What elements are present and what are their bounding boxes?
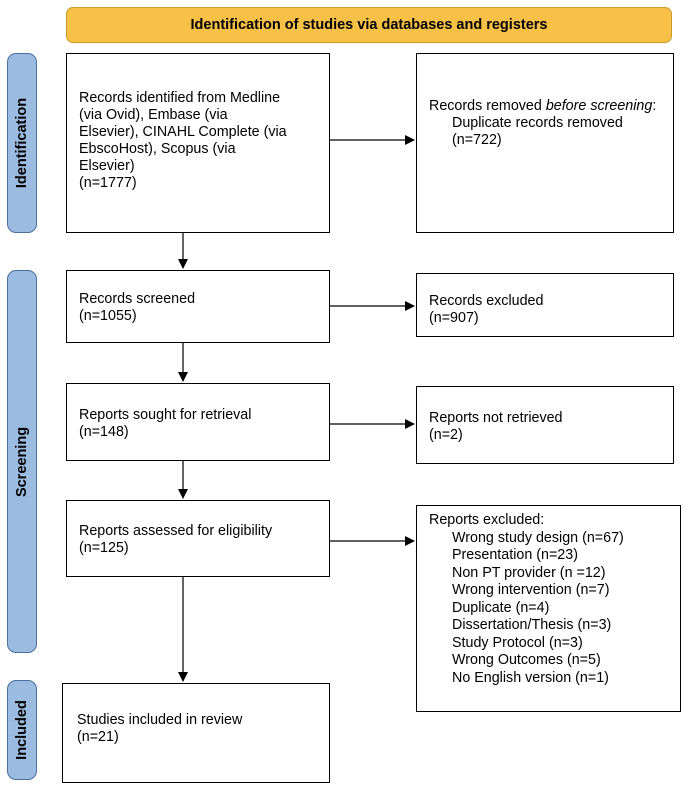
reports-assessed-count: (n=125) — [79, 540, 129, 556]
studies-included-box: Studies included in review (n=21) — [62, 683, 330, 783]
phase-included: Included — [7, 680, 37, 780]
reports-excluded-item: Non PT provider (n =12) — [452, 564, 606, 581]
records-identified-line: Elsevier) — [79, 158, 135, 174]
records-excluded-count: (n=907) — [429, 310, 479, 326]
records-removed-box: Records removed before screening: Duplic… — [416, 53, 674, 233]
records-excluded-box: Records excluded (n=907) — [416, 273, 674, 337]
header-banner: Identification of studies via databases … — [66, 7, 672, 43]
reports-not-retrieved-label: Reports not retrieved — [429, 410, 563, 426]
studies-included-count: (n=21) — [77, 729, 119, 745]
reports-not-retrieved-box: Reports not retrieved (n=2) — [416, 386, 674, 464]
records-identified-count: (n=1777) — [79, 175, 137, 191]
records-identified-box: Records identified from Medline (via Ovi… — [66, 53, 330, 233]
reports-sought-box: Reports sought for retrieval (n=148) — [66, 383, 330, 461]
phase-screening: Screening — [7, 270, 37, 653]
header-title: Identification of studies via databases … — [190, 17, 548, 33]
reports-sought-label: Reports sought for retrieval — [79, 407, 252, 423]
reports-excluded-item: Study Protocol (n=3) — [452, 634, 583, 651]
records-removed-count: (n=722) — [452, 132, 502, 148]
reports-excluded-item: No English version (n=1) — [452, 669, 609, 686]
records-excluded-label: Records excluded — [429, 293, 544, 309]
reports-assessed-label: Reports assessed for eligibility — [79, 523, 273, 539]
reports-excluded-title: Reports excluded: — [429, 512, 545, 528]
reports-not-retrieved-count: (n=2) — [429, 427, 463, 443]
records-screened-box: Records screened (n=1055) — [66, 270, 330, 343]
reports-excluded-item: Wrong intervention (n=7) — [452, 582, 610, 598]
records-identified-line: (via Ovid), Embase (via — [79, 107, 228, 123]
records-screened-label: Records screened — [79, 291, 196, 307]
phase-identification: Identification — [7, 53, 37, 233]
reports-excluded-item: Duplicate (n=4) — [452, 599, 550, 616]
reports-assessed-box: Reports assessed for eligibility (n=125) — [66, 500, 330, 577]
reports-excluded-item: Wrong study design (n=67) — [452, 529, 624, 546]
studies-included-label: Studies included in review — [77, 712, 243, 728]
records-identified-line: EbscoHost), Scopus (via — [79, 141, 236, 157]
reports-excluded-item: Wrong Outcomes (n=5) — [452, 652, 601, 668]
reports-excluded-item: Dissertation/Thesis (n=3) — [452, 617, 612, 633]
reports-excluded-item: Presentation (n=23) — [452, 547, 578, 563]
records-identified-line: Records identified from Medline — [79, 90, 281, 106]
records-removed-heading: Records removed before screening: — [429, 98, 657, 114]
records-screened-count: (n=1055) — [79, 308, 137, 324]
reports-excluded-box: Reports excluded: Wrong study design (n=… — [416, 505, 681, 712]
records-identified-line: Elsevier), CINAHL Complete (via — [79, 124, 287, 140]
records-removed-item: Duplicate records removed — [452, 115, 623, 131]
reports-sought-count: (n=148) — [79, 424, 129, 440]
